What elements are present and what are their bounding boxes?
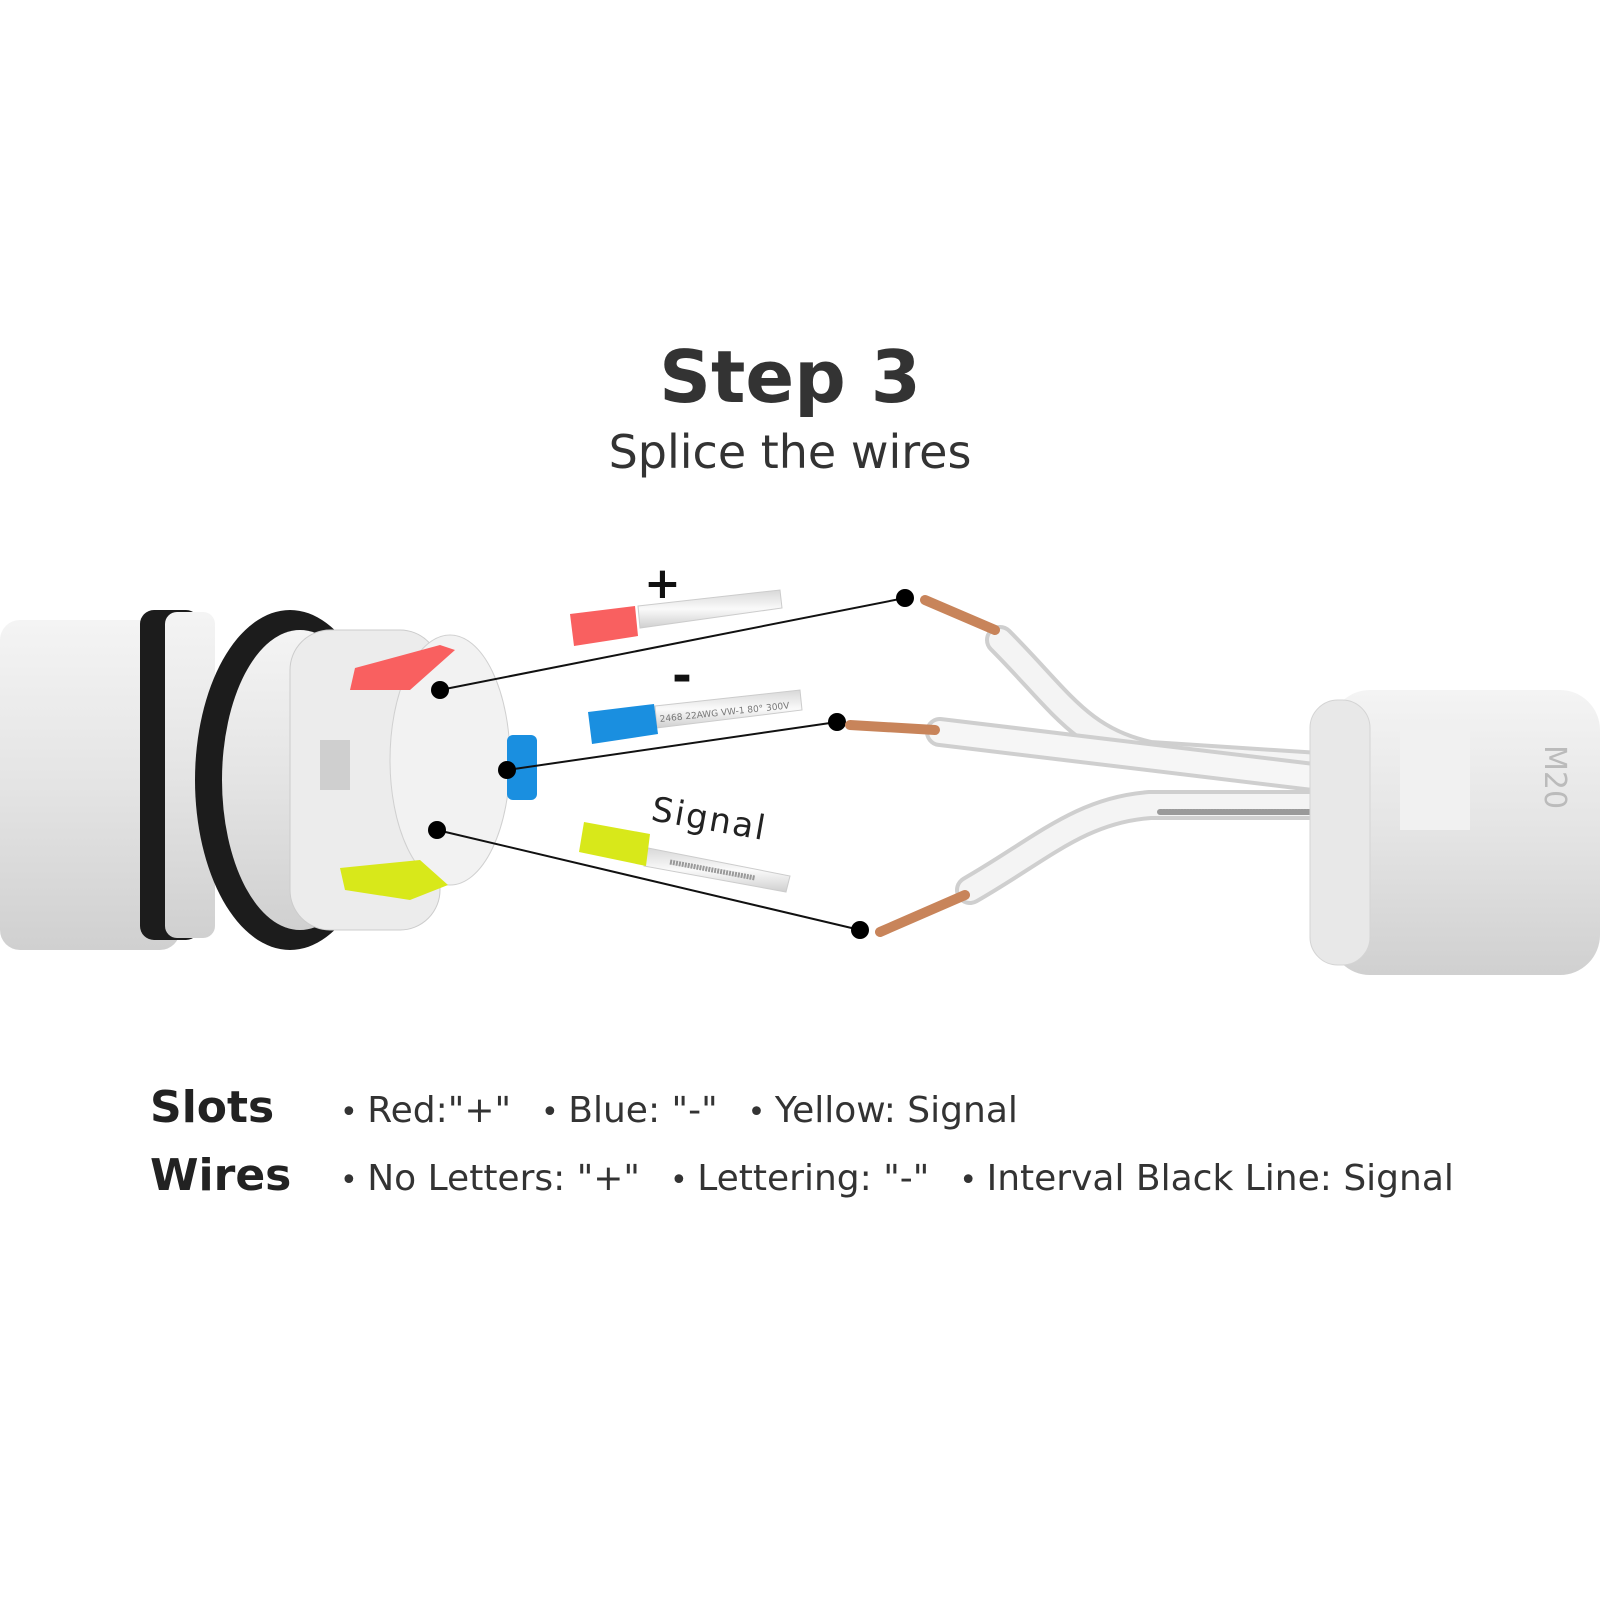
slots-row: Slots Red:"+" Blue: "-" Yellow: Signal (150, 1082, 1484, 1150)
slot-item-blue: Blue: "-" (541, 1090, 717, 1131)
plus-label: + (644, 558, 681, 609)
page-subtitle: Splice the wires (608, 425, 972, 479)
nut-marking: M20 (1537, 745, 1572, 809)
cable-wires (845, 595, 1395, 937)
slot-item-yellow: Yellow: Signal (748, 1090, 1018, 1131)
slot-item-red: Red:"+" (340, 1090, 511, 1131)
connection-dots (428, 589, 914, 939)
legend: Slots Red:"+" Blue: "-" Yellow: Signal W… (150, 1082, 1484, 1218)
slots-label: Slots (150, 1082, 275, 1133)
cable-gland-nut: M20 (1309, 690, 1600, 975)
red-slot (350, 645, 455, 690)
signal-label: Signal (648, 789, 770, 849)
minus-label: - (672, 648, 692, 704)
signal-wire-sample (579, 822, 791, 893)
plus-wire-sample (570, 589, 783, 646)
connection-lines (436, 597, 906, 931)
connector-body (0, 610, 537, 950)
wire-item-lettering: Lettering: "-" (670, 1158, 929, 1199)
wires-row: Wires No Letters: "+" Lettering: "-" Int… (150, 1150, 1484, 1218)
wire-item-no-letters: No Letters: "+" (340, 1158, 640, 1199)
yellow-slot (340, 860, 448, 900)
wire-item-signal: Interval Black Line: Signal (959, 1158, 1454, 1199)
wires-label: Wires (150, 1150, 292, 1201)
page-title: Step 3 (659, 335, 921, 419)
minus-wire-sample: 2468 22AWG VW-1 80° 300V (588, 689, 803, 744)
